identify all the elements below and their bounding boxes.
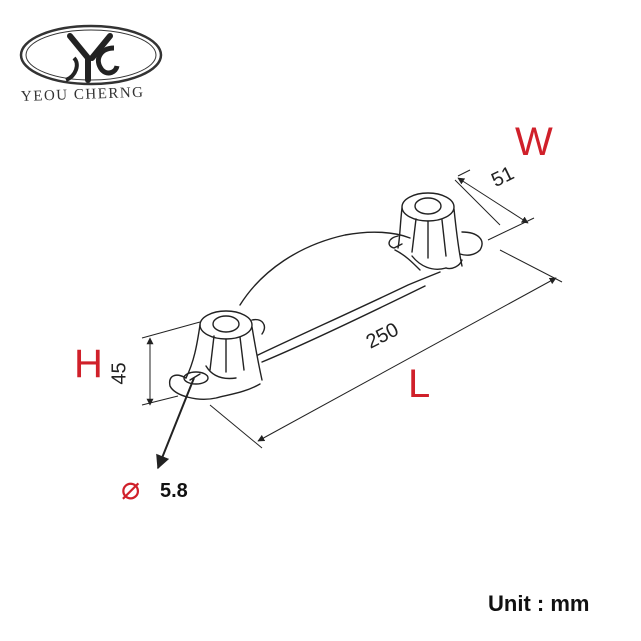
diameter-icon: ⌀ — [121, 470, 141, 506]
height-label: H — [74, 342, 103, 386]
unit-note: Unit : mm — [488, 591, 590, 616]
hole-diameter-value: 5.8 — [160, 480, 188, 502]
width-label: W — [515, 120, 553, 164]
length-label: L — [408, 362, 431, 406]
height-value: 45 — [108, 362, 131, 385]
brand-logo — [19, 24, 163, 86]
